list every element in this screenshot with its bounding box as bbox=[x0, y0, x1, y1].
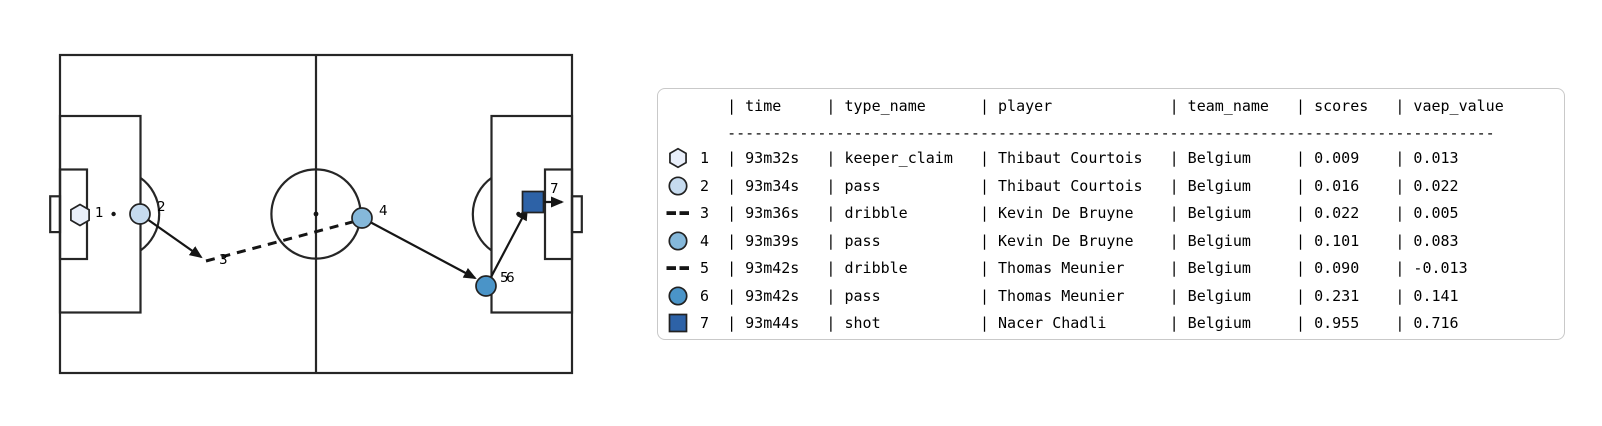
table-row-2: 2 | 93m34s | pass | Thibaut Courtois | B… bbox=[658, 175, 1564, 196]
pass-marker-4 bbox=[351, 207, 373, 229]
table-row-5: 5 | 93m42s | dribble | Thomas Meunier | … bbox=[658, 258, 1564, 278]
action-number-label-6: 6 bbox=[506, 270, 515, 286]
right-goal bbox=[570, 195, 583, 234]
dribble-dash-legend-icon-5 bbox=[666, 266, 689, 270]
action-number-label-3: 3 bbox=[219, 252, 228, 268]
dash-segment bbox=[666, 266, 676, 270]
left-penalty-arc bbox=[139, 177, 161, 252]
table-row-6-text: 6 | 93m42s | pass | Thomas Meunier | Bel… bbox=[700, 286, 1522, 305]
table-row-5-text: 5 | 93m42s | dribble | Thomas Meunier | … bbox=[700, 259, 1522, 277]
right-penalty-arc bbox=[471, 177, 493, 252]
table-header-row-text: | time | type_name | player | team_name … bbox=[700, 97, 1522, 115]
hexagon-legend-icon-1 bbox=[669, 147, 687, 169]
action-number-label-5: 5 bbox=[500, 270, 509, 286]
table-row-3-text: 3 | 93m36s | dribble | Kevin De Bruyne |… bbox=[700, 204, 1522, 222]
pass-marker-6 bbox=[475, 275, 497, 297]
shot-marker-7 bbox=[521, 190, 545, 214]
action-number-label-4: 4 bbox=[379, 203, 388, 219]
legend-marker-shape bbox=[668, 313, 688, 333]
pitch-spots bbox=[111, 211, 521, 217]
action-6-pass-line bbox=[489, 207, 528, 280]
action-number-label-7: 7 bbox=[550, 181, 559, 197]
legend-marker-shape bbox=[668, 175, 688, 196]
soccer-pitch: 1 2 3 4 56 7 bbox=[49, 53, 583, 375]
circle-legend-icon-4 bbox=[668, 230, 688, 251]
left-goal bbox=[49, 195, 62, 234]
table-row-1: 1 | 93m32s | keeper_claim | Thibaut Cour… bbox=[658, 147, 1564, 169]
legend-marker-shape bbox=[668, 230, 688, 251]
keeper_claim-marker-1 bbox=[70, 203, 90, 227]
table-row-3: 3 | 93m36s | dribble | Kevin De Bruyne |… bbox=[658, 203, 1564, 223]
table-row-7: 7 | 93m44s | shot | Nacer Chadli | Belgi… bbox=[658, 313, 1564, 333]
dash-segment bbox=[666, 211, 676, 215]
pass-marker-2 bbox=[129, 203, 151, 225]
table-header-row: | time | type_name | player | team_name … bbox=[658, 96, 1564, 116]
action-number-label-2: 2 bbox=[157, 199, 166, 215]
table-row-6: 6 | 93m42s | pass | Thomas Meunier | Bel… bbox=[658, 285, 1564, 306]
center-spot bbox=[313, 211, 319, 217]
action-3-dribble-line bbox=[205, 219, 357, 263]
action-table: | time | type_name | player | team_name … bbox=[657, 88, 1565, 340]
table-separator-row: ----------------------------------------… bbox=[658, 123, 1564, 143]
legend-marker-shape bbox=[669, 147, 687, 169]
dribble-dash-legend-icon-3 bbox=[666, 211, 689, 215]
table-separator-row-text: ----------------------------------------… bbox=[700, 124, 1495, 142]
pitch-lines bbox=[49, 53, 583, 375]
legend-marker-shape bbox=[668, 285, 688, 306]
action-sequence-layer: 1 2 3 4 56 7 bbox=[70, 181, 564, 297]
dash-segment bbox=[679, 266, 689, 270]
circle-legend-icon-2 bbox=[668, 175, 688, 196]
table-row-1-text: 1 | 93m32s | keeper_claim | Thibaut Cour… bbox=[700, 149, 1522, 167]
action-4-pass-line bbox=[369, 221, 477, 279]
left-penalty-spot bbox=[111, 211, 116, 217]
table-row-7-text: 7 | 93m44s | shot | Nacer Chadli | Belgi… bbox=[700, 314, 1522, 332]
table-row-2-text: 2 | 93m34s | pass | Thibaut Courtois | B… bbox=[700, 176, 1522, 195]
right-penalty-spot bbox=[516, 211, 521, 217]
square-legend-icon-7 bbox=[668, 313, 688, 333]
circle-legend-icon-6 bbox=[668, 285, 688, 306]
table-row-4-text: 4 | 93m39s | pass | Kevin De Bruyne | Be… bbox=[700, 231, 1522, 250]
dash-segment bbox=[679, 211, 689, 215]
table-row-4: 4 | 93m39s | pass | Kevin De Bruyne | Be… bbox=[658, 230, 1564, 251]
action-number-label-1: 1 bbox=[95, 205, 104, 221]
action-2-pass-line bbox=[146, 218, 203, 259]
